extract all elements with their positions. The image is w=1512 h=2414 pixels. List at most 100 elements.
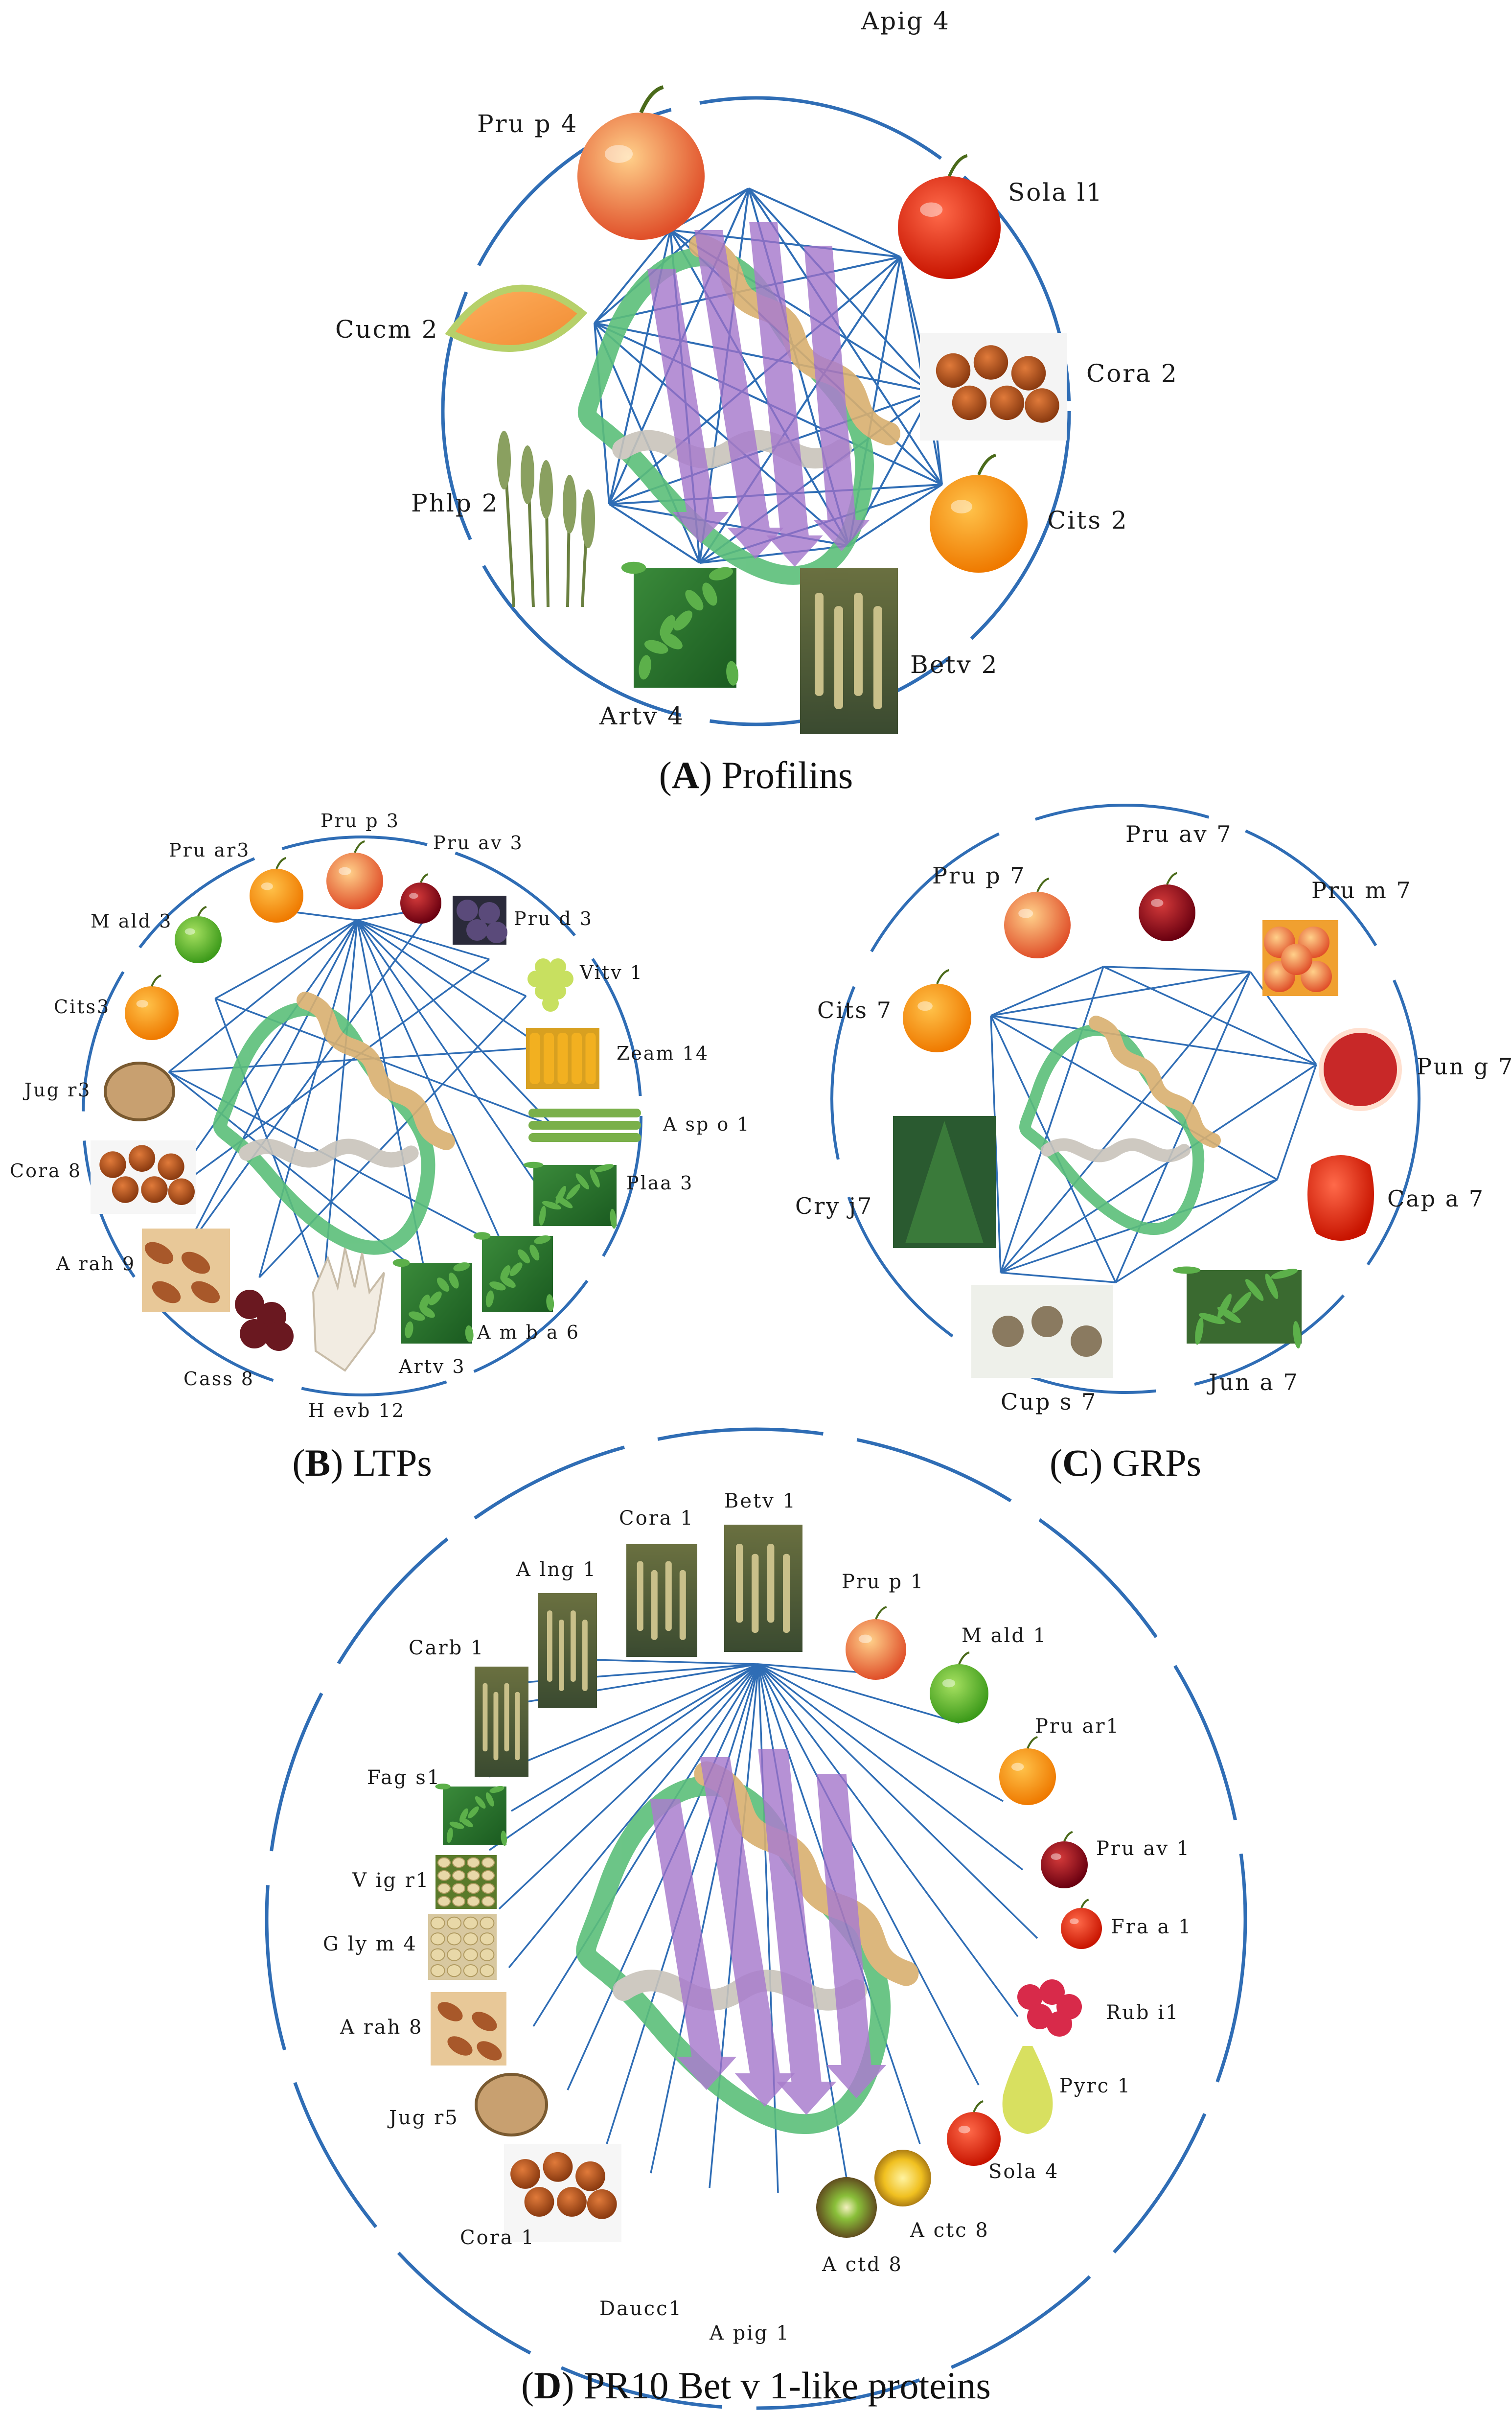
tree bbox=[905, 1121, 984, 1243]
grass-head bbox=[581, 489, 595, 548]
network-line-d bbox=[757, 1663, 1038, 1939]
leaf bbox=[539, 1206, 546, 1226]
panel-c-labels: Pru av 7 Pru p 7 Pru m 7 Cits 7 Pun g 7 … bbox=[795, 821, 1512, 1415]
fruit-highlight bbox=[261, 882, 273, 890]
image-peach-prup3 bbox=[326, 840, 383, 909]
leaf bbox=[575, 1173, 590, 1190]
network-line-a bbox=[748, 187, 943, 486]
grape bbox=[535, 958, 551, 975]
leaf bbox=[1245, 1279, 1264, 1301]
hazelnut bbox=[952, 385, 987, 420]
panel-b-caption: (B) LTPs bbox=[292, 1441, 432, 1484]
leaf bbox=[644, 640, 668, 654]
bean bbox=[467, 1896, 480, 1907]
label-pruav3: Pru av 3 bbox=[433, 832, 524, 854]
fruit-body bbox=[125, 986, 179, 1040]
catkin bbox=[783, 1554, 790, 1633]
leaf bbox=[726, 661, 739, 686]
source-images bbox=[91, 85, 1402, 2242]
label-solal1: Sola l1 bbox=[1008, 178, 1103, 207]
fruit-highlight bbox=[920, 202, 943, 217]
asparagus-spear bbox=[528, 1121, 641, 1130]
fruit-stem bbox=[151, 975, 161, 987]
fruit-highlight bbox=[1150, 899, 1164, 907]
bean bbox=[463, 1964, 478, 1977]
peanut bbox=[447, 2036, 473, 2056]
grape bbox=[542, 971, 559, 987]
catkin bbox=[736, 1544, 743, 1623]
label-pruar3: Pru ar3 bbox=[169, 839, 250, 861]
fruit-highlight bbox=[136, 1000, 148, 1008]
hazelnut bbox=[510, 2159, 540, 2189]
grass-head bbox=[539, 460, 553, 519]
peanut bbox=[477, 2041, 502, 2061]
cone bbox=[1071, 1325, 1102, 1357]
fruit-highlight bbox=[1011, 1763, 1024, 1771]
label-arah8: A rah 8 bbox=[340, 2016, 423, 2039]
label-actd8: A ctd 8 bbox=[822, 2253, 903, 2276]
label-prud3: Pru d 3 bbox=[514, 908, 593, 929]
leaf bbox=[1271, 1269, 1298, 1279]
fruit-body bbox=[930, 475, 1028, 573]
ribbon-sheet bbox=[816, 1774, 887, 2098]
network-line-c bbox=[990, 1015, 1278, 1181]
network-line-d bbox=[486, 1663, 759, 1709]
leaf bbox=[555, 1185, 566, 1204]
network-line-b bbox=[183, 920, 358, 1253]
photo-bg bbox=[482, 1236, 553, 1312]
ribbon-sheet bbox=[749, 222, 823, 567]
apricot bbox=[1281, 944, 1312, 975]
bean bbox=[452, 1883, 465, 1894]
label-prup1: Pru p 1 bbox=[842, 1571, 924, 1593]
label-mald3: M ald 3 bbox=[91, 910, 172, 932]
network-line-b bbox=[215, 998, 553, 1127]
fruit-stem bbox=[1080, 1899, 1089, 1908]
fruit-highlight bbox=[917, 1001, 933, 1011]
image-mugwort-artv3 bbox=[392, 1258, 474, 1344]
cone bbox=[1031, 1306, 1063, 1337]
network-line-c bbox=[1000, 1064, 1317, 1274]
fruit-highlight bbox=[1051, 1853, 1061, 1860]
bean bbox=[430, 1916, 445, 1930]
fruit-body bbox=[250, 869, 303, 923]
catkin bbox=[767, 1544, 775, 1623]
fruit-stem bbox=[420, 873, 429, 883]
network-line-b bbox=[357, 919, 544, 1048]
leaf bbox=[566, 1184, 581, 1200]
label-pruar1: Pru ar1 bbox=[1035, 1715, 1120, 1738]
network-line-c bbox=[1000, 1272, 1116, 1283]
label-cryj7: Cry j7 bbox=[795, 1193, 873, 1219]
network-line-d bbox=[650, 1664, 759, 2174]
label-betv2: Betv 2 bbox=[910, 650, 998, 679]
fruit-body bbox=[1061, 1908, 1102, 1949]
image-plane-plaa3 bbox=[523, 1161, 617, 1229]
leaf bbox=[453, 1262, 470, 1272]
image-plum-prud3 bbox=[453, 896, 507, 945]
network-line-c bbox=[990, 1015, 1317, 1066]
catkin bbox=[854, 593, 863, 696]
catkin bbox=[873, 606, 882, 709]
protein-structures bbox=[213, 222, 1221, 2134]
bean bbox=[467, 1883, 480, 1894]
peanut bbox=[144, 1242, 174, 1264]
leaf bbox=[523, 1161, 544, 1168]
label-cucm2: Cucm 2 bbox=[335, 315, 439, 344]
leaf bbox=[429, 1291, 442, 1305]
label-pruav7: Pru av 7 bbox=[1125, 821, 1233, 847]
protein-bet-v-1 bbox=[576, 1749, 919, 2134]
label-prup3: Pru p 3 bbox=[321, 810, 400, 832]
image-latex-glove-hevb12 bbox=[312, 1248, 385, 1372]
photo-bg bbox=[1187, 1270, 1302, 1344]
leaf bbox=[709, 567, 733, 580]
raspberry bbox=[1047, 2011, 1072, 2037]
image-tomato-sola4 bbox=[947, 2100, 1001, 2166]
leaf bbox=[1293, 1321, 1301, 1349]
label-pyrc1: Pyrc 1 bbox=[1059, 2075, 1131, 2097]
plum bbox=[486, 922, 507, 943]
hazelnut bbox=[128, 1145, 156, 1172]
catkin bbox=[679, 1570, 686, 1640]
image-soybean-glym4 bbox=[428, 1914, 497, 1980]
network-line-d bbox=[489, 1663, 759, 1778]
image-kiwi-actd8 bbox=[816, 2177, 877, 2238]
